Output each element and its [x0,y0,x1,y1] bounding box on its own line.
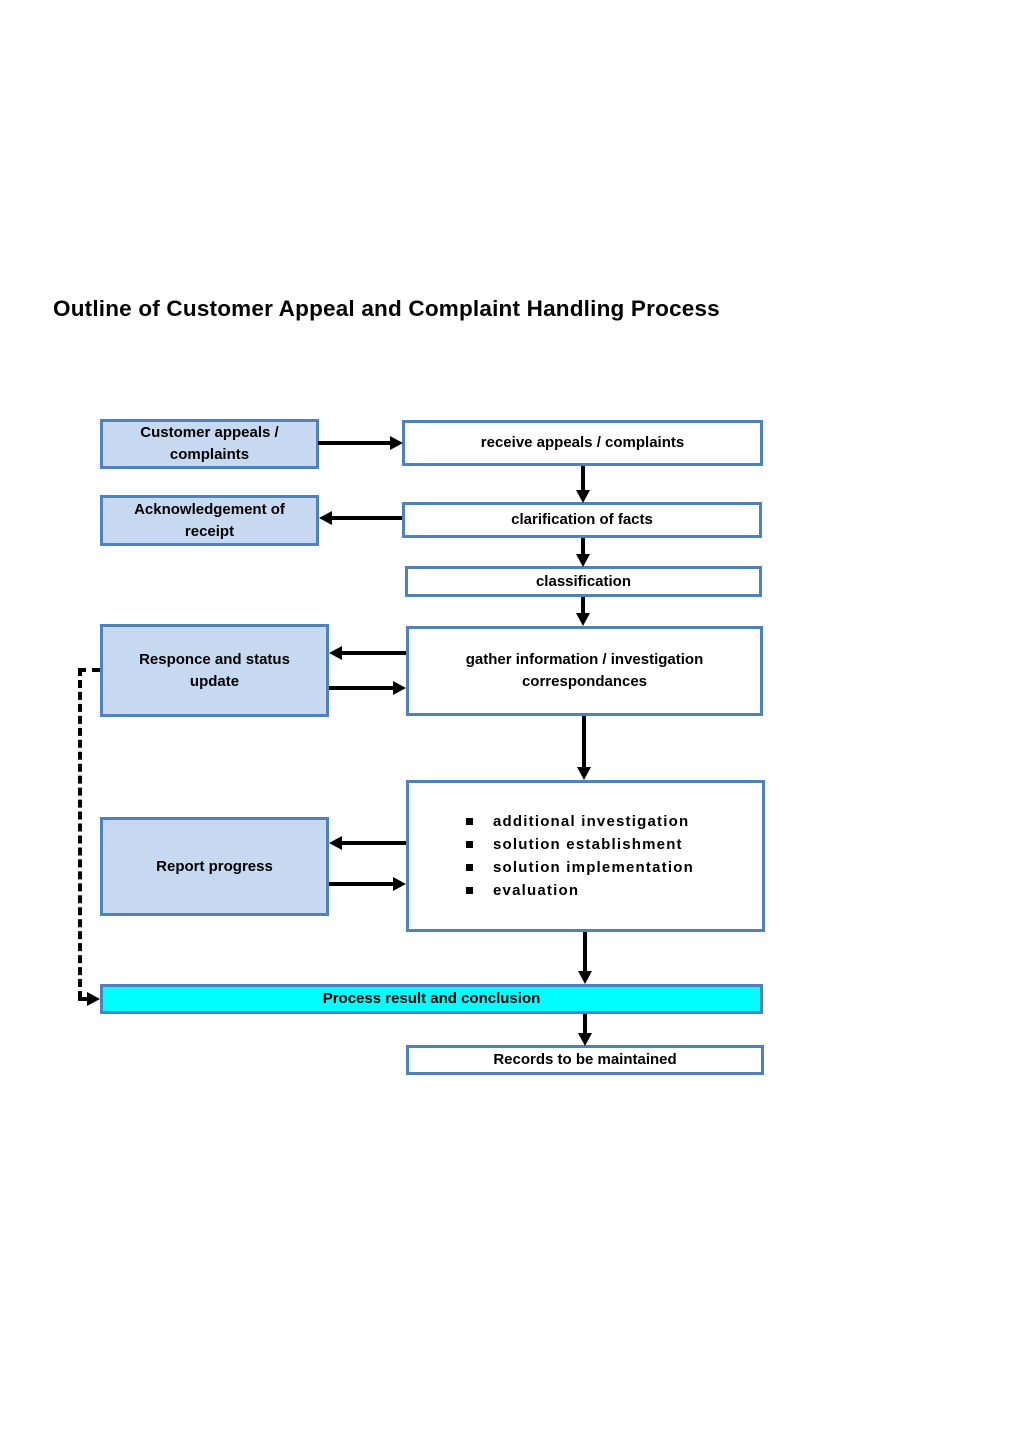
list-item: evaluation [466,882,579,899]
arrow-actions-to-report-head [329,836,342,850]
node-receive-appeals: receive appeals / complaints [402,420,763,466]
arrow-classification-to-gather-line [581,597,585,614]
node-action-list: additional investigation solution establ… [406,780,765,932]
arrow-clarification-to-ack-line [331,516,402,520]
arrow-process-to-records-line [583,1014,587,1034]
dashed-connector-top-segment [78,668,100,672]
node-gather-information: gather information / investigation corre… [406,626,763,716]
node-response-status-update: Responce and status update [100,624,329,717]
list-item: additional investigation [466,813,689,830]
square-bullet-icon [466,864,473,871]
node-records: Records to be maintained [406,1045,764,1075]
list-item: solution establishment [466,836,683,853]
list-item-label: solution establishment [493,836,683,853]
arrow-actions-to-report-line [341,841,406,845]
arrow-report-to-actions-head [393,877,406,891]
node-acknowledgement-label: Acknowledgement of receipt [134,500,285,540]
node-gather-information-label: gather information / investigation corre… [465,651,704,690]
dashed-connector-vertical-segment [78,668,82,999]
arrow-clarification-to-classification-line [581,538,585,555]
arrow-gather-to-response-line [341,651,406,655]
arrow-clarification-to-ack-head [319,511,332,525]
arrow-process-to-records-head [578,1033,592,1046]
arrow-report-to-actions-line [329,882,394,886]
arrow-gather-to-response-head [329,646,342,660]
node-customer-appeals: Customer appeals / complaints [100,419,319,469]
page-title: Outline of Customer Appeal and Complaint… [53,296,720,321]
list-item-label: solution implementation [493,859,694,876]
square-bullet-icon [466,841,473,848]
arrow-gather-to-actions-head [577,767,591,780]
arrow-response-to-gather-head [393,681,406,695]
list-item: solution implementation [466,859,694,876]
arrow-receive-to-clarification-head [576,490,590,503]
node-process-result: Process result and conclusion [100,984,763,1014]
list-item-label: evaluation [493,882,580,899]
node-report-progress-label: Report progress [156,857,273,875]
node-process-result-label: Process result and conclusion [322,990,541,1008]
node-response-status-update-label: Responce and status update [139,650,290,690]
dashed-connector-head [87,992,100,1006]
dashed-connector-bottom-segment [78,997,88,1001]
list-item-label: additional investigation [493,813,690,830]
arrow-clarification-to-classification-head [576,554,590,567]
node-report-progress: Report progress [100,817,329,916]
arrow-actions-to-process-line [583,932,587,972]
arrow-classification-to-gather-head [576,613,590,626]
arrow-gather-to-actions-line [582,716,586,768]
arrow-customer-to-receive-line [318,441,392,445]
node-classification: classification [405,566,762,597]
arrow-response-to-gather-line [329,686,394,690]
node-acknowledgement: Acknowledgement of receipt [100,495,319,546]
node-customer-appeals-label: Customer appeals / complaints [140,424,279,463]
node-records-label: Records to be maintained [493,1051,677,1069]
node-clarification: clarification of facts [402,502,762,538]
arrow-receive-to-clarification-line [581,466,585,491]
arrow-customer-to-receive-head [390,436,403,450]
square-bullet-icon [466,818,473,825]
node-clarification-label: clarification of facts [511,511,653,529]
square-bullet-icon [466,887,473,894]
node-classification-label: classification [535,572,632,590]
arrow-actions-to-process-head [578,971,592,984]
node-receive-appeals-label: receive appeals / complaints [480,434,685,452]
